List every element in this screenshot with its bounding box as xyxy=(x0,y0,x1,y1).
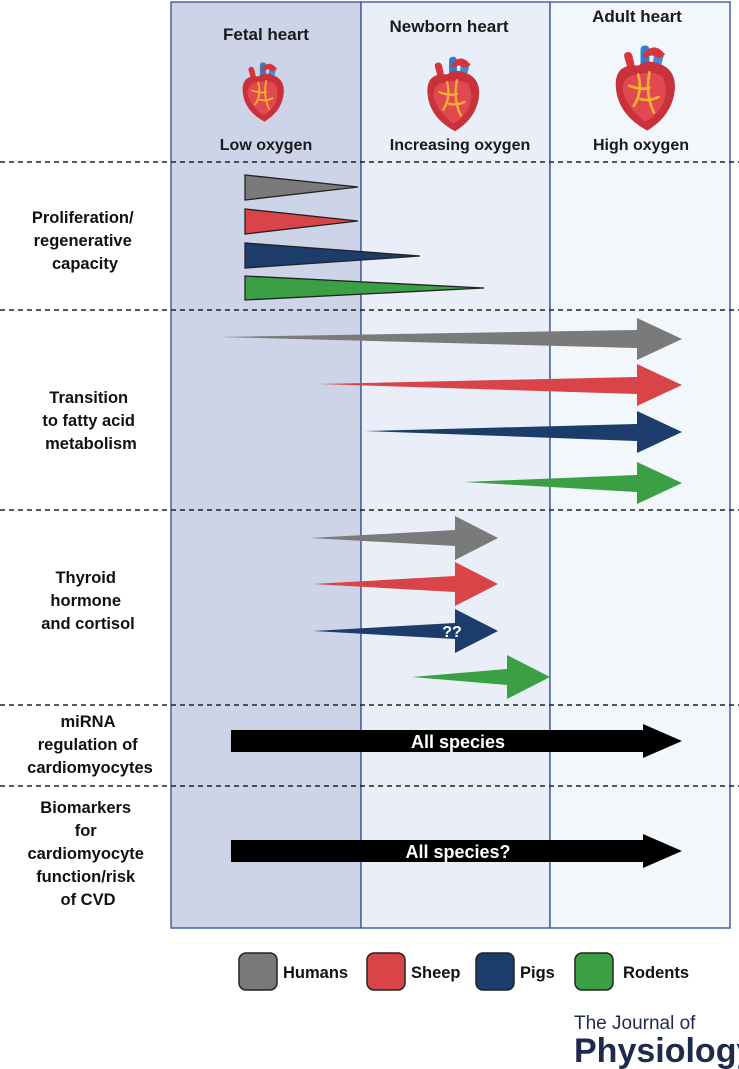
mirna-all-species-arrow xyxy=(231,724,682,758)
journal-logo-line2: Physiology xyxy=(574,1032,739,1069)
proliferation-pigs-wedge xyxy=(244,242,421,269)
fatty-acid-rodents-arrow xyxy=(464,462,682,504)
thyroid-rodents-arrow xyxy=(412,655,550,699)
fatty-acid-humans-arrow xyxy=(220,318,682,360)
legend-rodents-label: Rodents xyxy=(623,964,689,982)
fetal-column xyxy=(170,1,362,929)
legend-sheep-swatch xyxy=(366,952,406,991)
proliferation-humans-wedge xyxy=(244,174,359,201)
newborn-heart-title: Newborn heart xyxy=(389,17,508,36)
row-label-thyroid: Thyroid hormone and cortisol xyxy=(41,569,135,633)
fatty-acid-pigs-arrow xyxy=(365,411,682,453)
legend-pigs-swatch xyxy=(475,952,515,991)
journal-logo-line1: The Journal of xyxy=(574,1013,696,1034)
proliferation-sheep-wedge xyxy=(244,208,359,235)
fatty-acid-sheep-arrow xyxy=(318,364,682,406)
thyroid-pigs-uncertain-label: ?? xyxy=(442,624,462,641)
row-label-fatty-acid: Transition to fatty acid metabolism xyxy=(42,389,139,453)
adult-heart-title: Adult heart xyxy=(592,7,682,26)
fetal-oxygen-label: Low oxygen xyxy=(220,137,312,154)
biomarkers-arrow-label: All species? xyxy=(405,842,510,862)
row-label-biomarkers: Biomarkers for cardiomyocyte function/ri… xyxy=(27,799,148,909)
adult-oxygen-label: High oxygen xyxy=(593,137,689,154)
proliferation-rodents-wedge xyxy=(244,275,485,301)
legend-pigs-label: Pigs xyxy=(520,964,555,982)
thyroid-sheep-arrow xyxy=(313,562,498,606)
row-label-proliferation: Proliferation/ regenerative capacity xyxy=(32,209,138,273)
legend: Humans Sheep Pigs Rodents xyxy=(238,952,689,991)
fetal-heart-title: Fetal heart xyxy=(223,25,309,44)
newborn-oxygen-label: Increasing oxygen xyxy=(390,137,531,154)
mirna-arrow-label: All species xyxy=(411,732,505,752)
row-label-mirna: miRNA regulation of cardiomyocytes xyxy=(27,713,153,777)
newborn-column xyxy=(360,1,551,929)
thyroid-pigs-arrow xyxy=(313,609,498,653)
row-separators xyxy=(0,161,739,787)
legend-rodents-swatch xyxy=(574,952,614,991)
legend-humans-swatch xyxy=(238,952,278,991)
legend-humans-label: Humans xyxy=(283,964,348,982)
legend-sheep-label: Sheep xyxy=(411,964,461,982)
thyroid-humans-arrow xyxy=(310,516,498,560)
biomarkers-all-species-arrow xyxy=(231,834,682,868)
